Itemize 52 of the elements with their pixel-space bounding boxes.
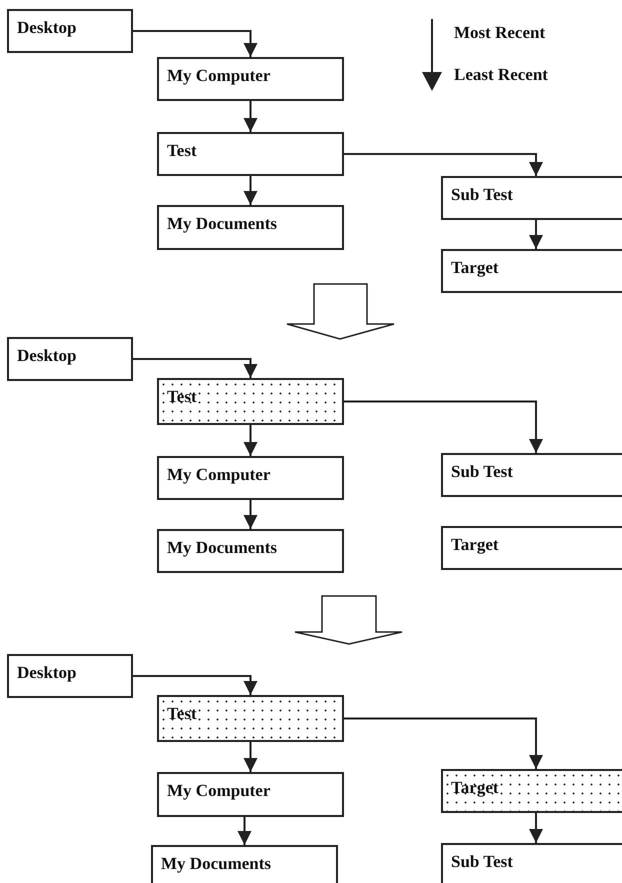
arrow: [529, 813, 543, 843]
node-label: Sub Test: [451, 184, 514, 206]
node-label: My Computer: [167, 780, 272, 802]
arrow: [244, 101, 258, 132]
recency-label: Most Recent: [454, 22, 546, 44]
node-label: My Documents: [161, 853, 272, 874]
node-label: My Computer: [167, 464, 272, 486]
node-label: Test: [167, 703, 198, 724]
node-box: [151, 845, 338, 883]
arrow: [244, 742, 258, 772]
node-label: Desktop: [17, 17, 78, 38]
arrow: [244, 425, 258, 456]
arrow: [344, 400, 543, 453]
node-label: Sub Test: [451, 461, 514, 482]
arrow: [344, 718, 543, 769]
arrow: [133, 675, 258, 695]
node-label: Test: [167, 386, 198, 408]
node-label: Desktop: [17, 662, 78, 684]
node-box: [441, 249, 622, 293]
node-box: [7, 654, 133, 698]
node-box: [7, 337, 133, 381]
node-box: [157, 695, 344, 742]
node-label: Target: [451, 257, 500, 278]
recency-label: Least Recent: [454, 64, 548, 86]
arrow: [344, 153, 543, 176]
node-box: [7, 9, 133, 53]
node-label: My Documents: [167, 213, 278, 234]
node-box: [157, 772, 344, 817]
node-box: [157, 132, 344, 176]
node-box: [441, 843, 622, 883]
arrow: [244, 500, 258, 529]
arrow: [133, 30, 258, 57]
node-label: Sub Test: [451, 851, 514, 872]
node-box: [441, 526, 622, 570]
node-box: [157, 378, 344, 425]
arrow: [244, 176, 258, 205]
node-label: Desktop: [17, 345, 78, 366]
arrow: [529, 220, 543, 249]
node-label: My Computer: [167, 65, 272, 86]
node-box: [157, 529, 344, 573]
node-box: [441, 453, 622, 497]
node-box: [157, 57, 344, 101]
node-box: [441, 176, 622, 220]
node-label: My Documents: [167, 537, 278, 558]
node-box: [157, 205, 344, 250]
node-label: Target: [451, 534, 500, 556]
arrow: [133, 358, 258, 378]
node-box: [441, 769, 622, 813]
node-box: [157, 456, 344, 500]
node-label: Test: [167, 140, 198, 162]
node-label: Target: [451, 777, 500, 798]
arrow: [238, 817, 252, 845]
